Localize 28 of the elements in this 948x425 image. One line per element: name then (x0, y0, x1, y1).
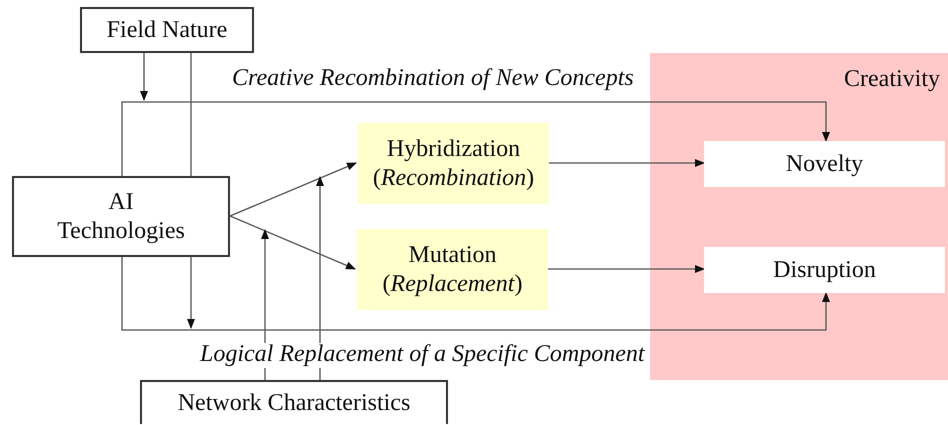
outcome-band (650, 53, 948, 380)
band-heading: Creativity (844, 65, 940, 93)
node-text: Disruption (772, 256, 877, 284)
node-text: Mutation (Replacement) (382, 240, 524, 298)
arrow (230, 162, 357, 217)
node-text: Field Nature (106, 16, 228, 44)
arrow (121, 101, 830, 176)
arrow (230, 215, 356, 270)
node-text: AI Technologies (56, 188, 186, 246)
arrow (187, 52, 195, 329)
node-text: Novelty (784, 150, 864, 178)
arrow (261, 229, 269, 381)
arrow (140, 53, 148, 101)
arrow (549, 159, 705, 167)
node-text: Network Characteristics (176, 388, 412, 418)
edge-label: Logical Replacement of a Specific Component (200, 340, 645, 368)
mechanism-box (357, 229, 548, 310)
edge-label: Creative Recombination of New Concepts (232, 64, 634, 92)
outcome-box (704, 141, 945, 187)
factor-box (140, 380, 448, 424)
factor-box (80, 7, 254, 53)
source-box (12, 176, 230, 257)
node-text: Hybridization (Recombination) (372, 134, 536, 192)
arrow (548, 265, 705, 273)
arrow (121, 257, 830, 331)
mechanism-box (358, 123, 549, 204)
arrow (316, 176, 324, 381)
outcome-box (704, 247, 945, 293)
